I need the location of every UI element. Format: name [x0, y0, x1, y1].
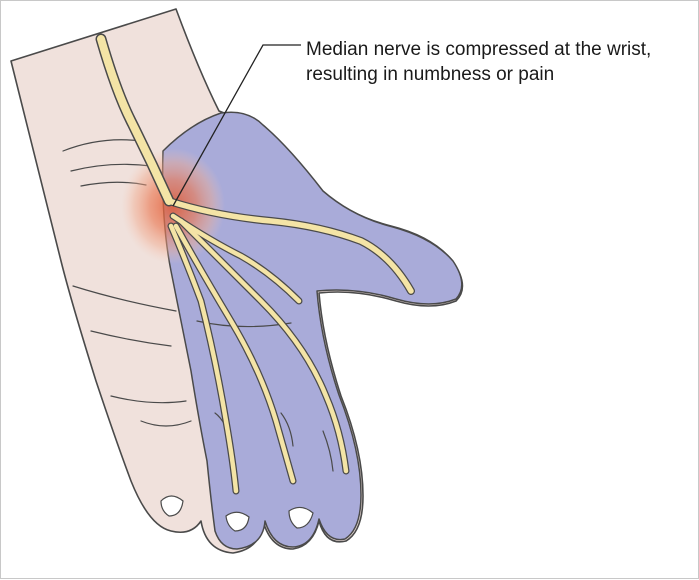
annotation-label: Median nerve is compressed at the wrist,…: [306, 37, 696, 87]
annotation-line-1: Median nerve is compressed at the wrist,: [306, 37, 696, 62]
annotation-line-2: resulting in numbness or pain: [306, 62, 696, 87]
